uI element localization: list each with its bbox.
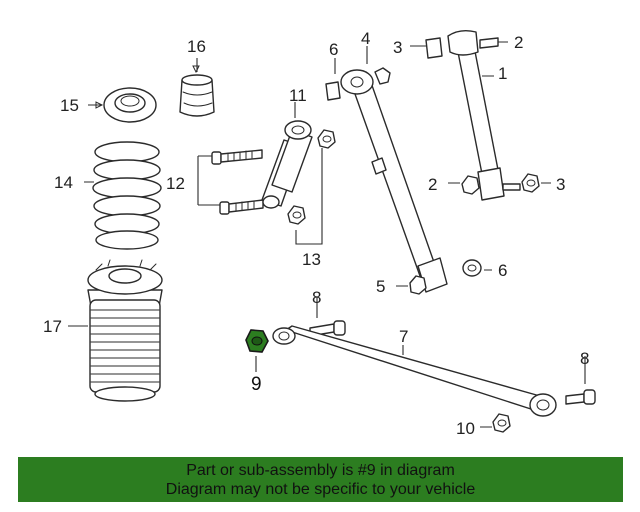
callout-12: 12 — [166, 174, 185, 193]
part-16-bump-stop — [179, 74, 215, 117]
banner-line-1: Part or sub-assembly is #9 in diagram — [186, 461, 455, 479]
callout-15: 15 — [60, 96, 79, 115]
callout-6-lower: 6 — [498, 261, 507, 280]
part-10-nut — [492, 413, 511, 433]
banner-line-2: Diagram may not be specific to your vehi… — [165, 480, 476, 498]
callout-7: 7 — [399, 327, 408, 346]
callout-2-top: 2 — [514, 33, 523, 52]
callout-1: 1 — [498, 64, 507, 83]
part-12-bolts — [211, 149, 264, 215]
info-banner: Part or sub-assembly is #9 in diagram Di… — [18, 457, 623, 502]
part-6-insulator-upper — [325, 81, 341, 101]
part-8-bolt-right — [565, 389, 596, 405]
part-9-nut-highlighted[interactable] — [245, 329, 269, 353]
callout-5: 5 — [376, 277, 385, 296]
part-7-trailing-link — [272, 325, 557, 417]
callout-3-lower: 3 — [556, 175, 565, 194]
callout-4: 4 — [361, 29, 370, 48]
leader-lines — [68, 41, 586, 428]
part-14-coil-spring — [92, 141, 162, 250]
callout-3-top: 3 — [393, 38, 402, 57]
callout-6-top: 6 — [329, 40, 338, 59]
part-4-control-arm — [340, 67, 448, 293]
callout-14: 14 — [54, 173, 73, 192]
callout-8-left: 8 — [312, 288, 321, 307]
callout-16: 16 — [187, 37, 206, 56]
part-11-shock-absorber — [261, 120, 313, 209]
part-15-spring-seat — [103, 87, 157, 123]
part-13-nuts — [287, 129, 336, 225]
callout-2-lower: 2 — [428, 175, 437, 194]
callout-10: 10 — [456, 419, 475, 438]
callout-11: 11 — [289, 86, 307, 105]
callout-13: 13 — [302, 250, 321, 269]
part-2-3-fasteners — [461, 173, 540, 195]
callout-17: 17 — [43, 317, 62, 336]
part-17-air-spring — [87, 259, 163, 402]
part-1-upper-arm — [425, 29, 505, 201]
callout-9: 9 — [251, 374, 262, 395]
callout-8-right: 8 — [580, 349, 589, 368]
part-5-bolt — [409, 275, 427, 295]
part-6-insulator-lower — [462, 259, 482, 277]
